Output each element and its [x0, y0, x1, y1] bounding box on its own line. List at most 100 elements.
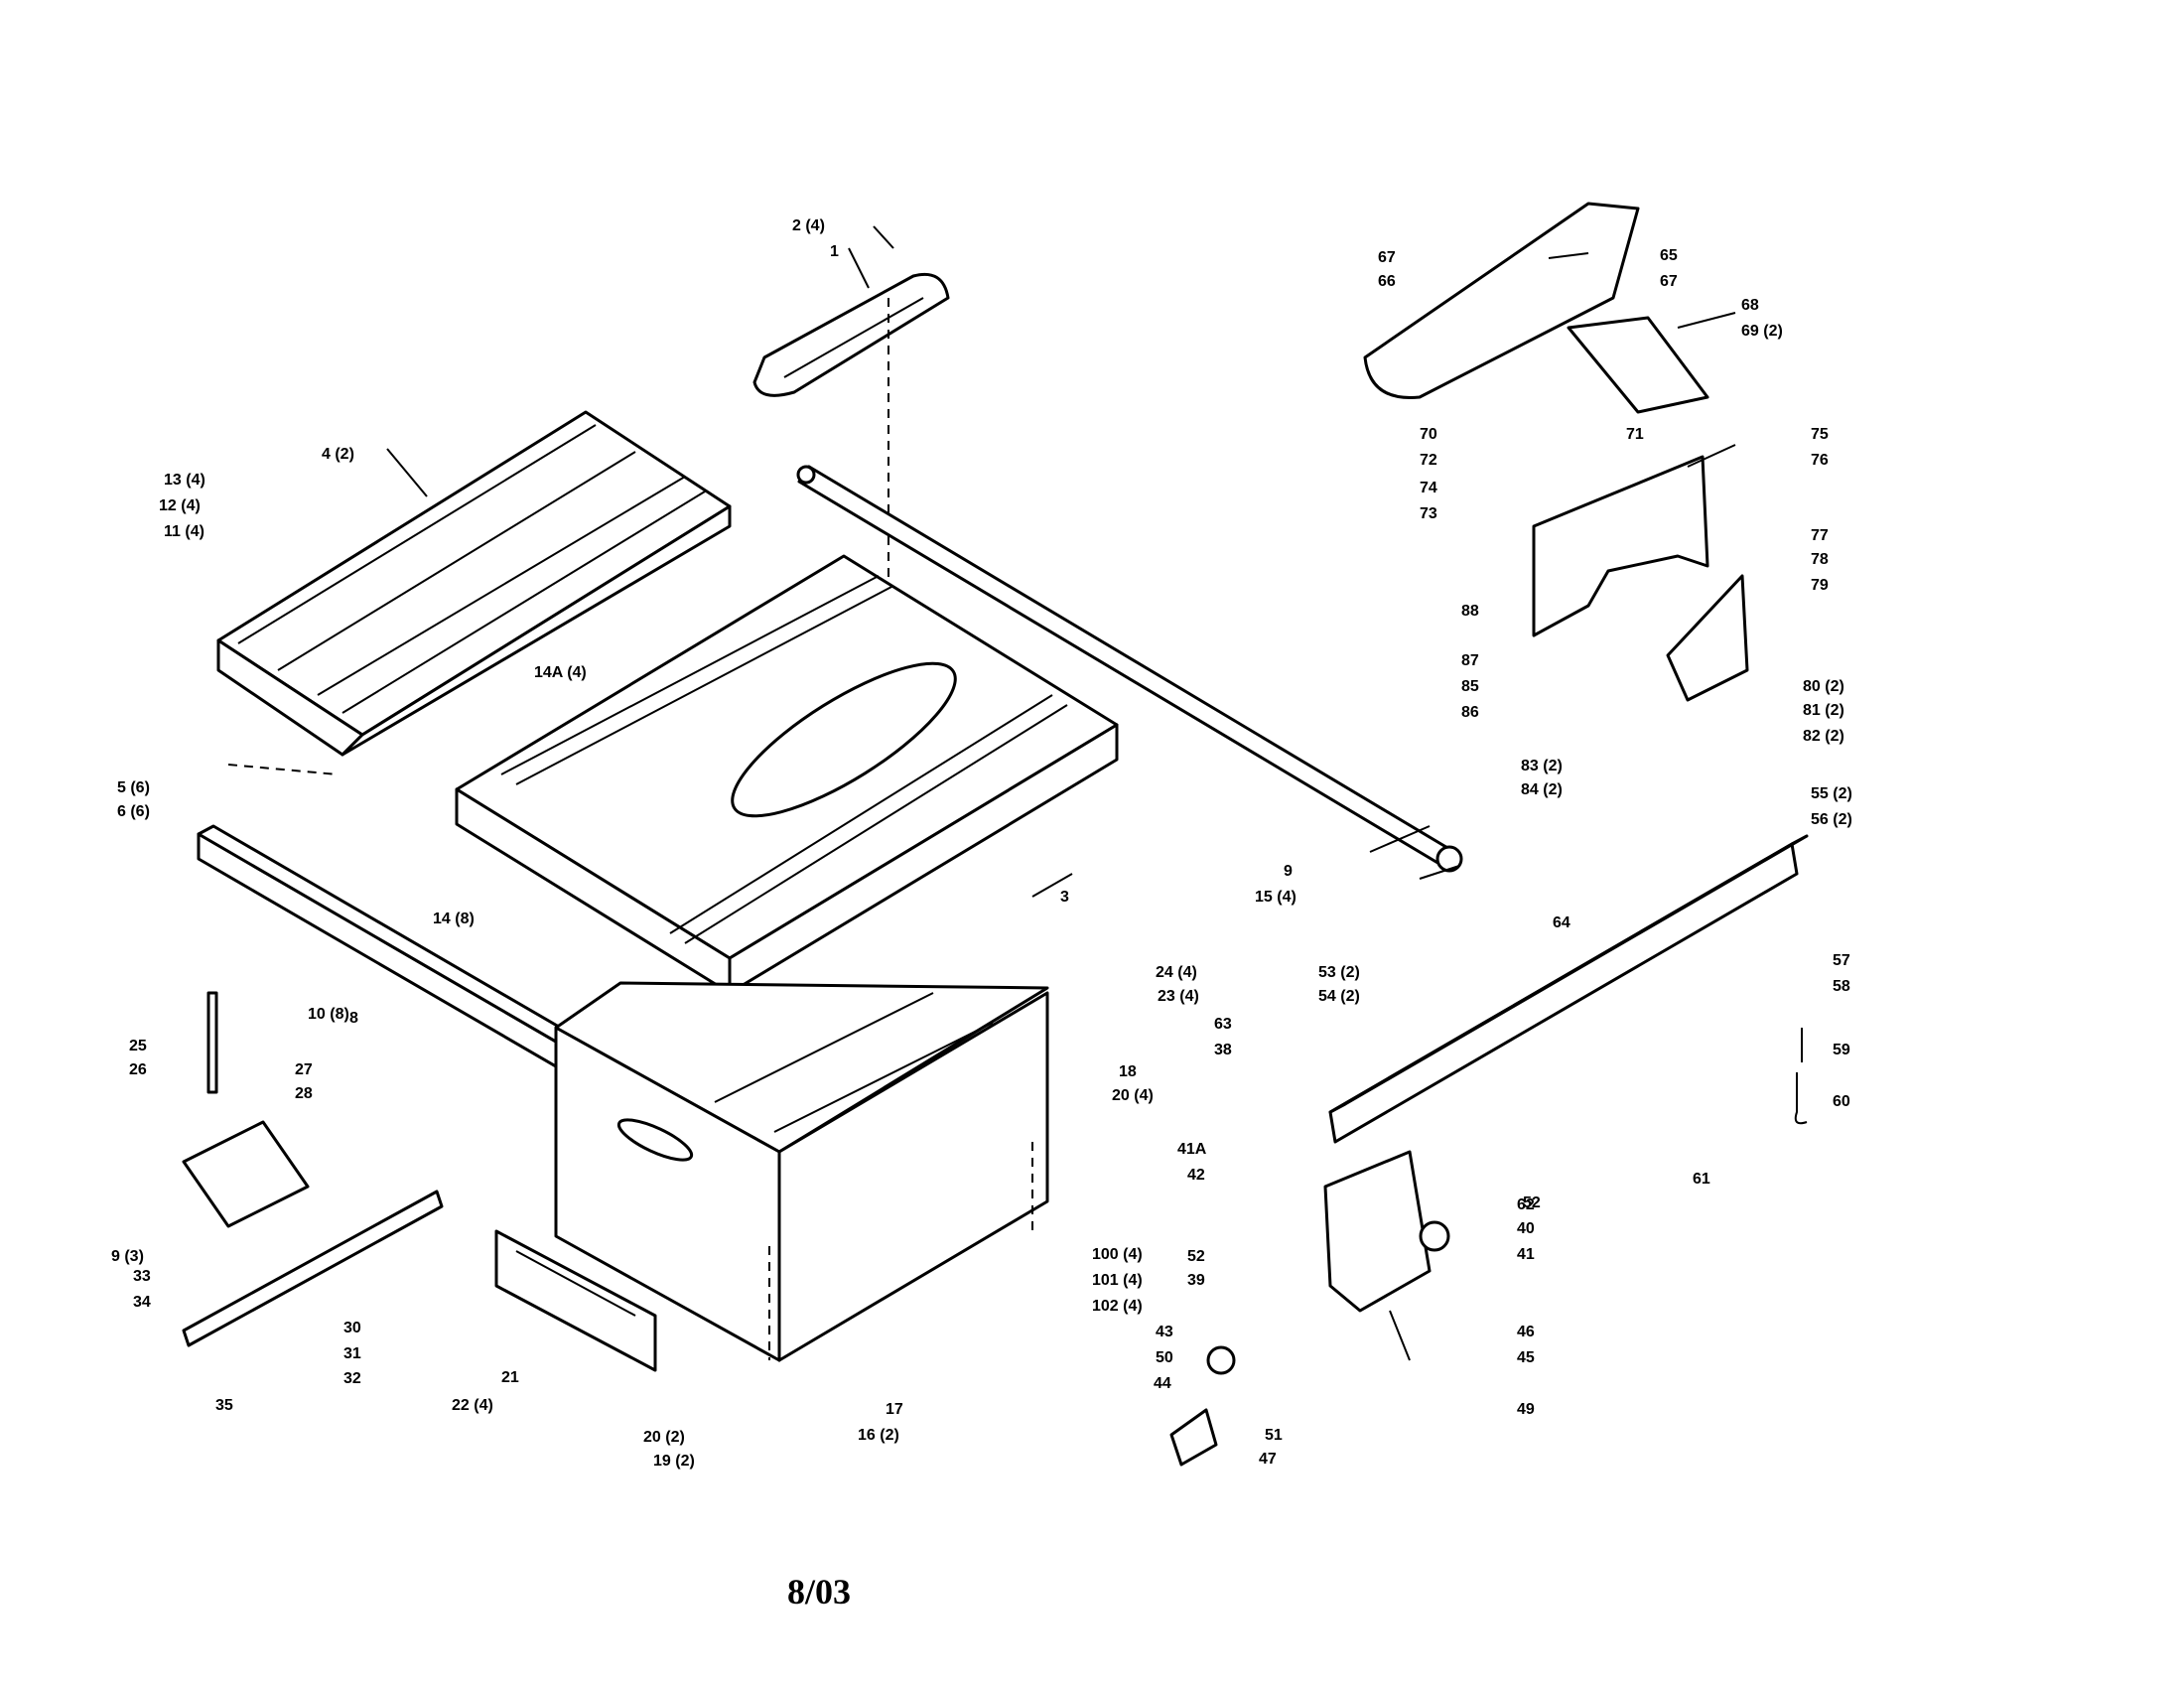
- callout-87: 87: [1461, 652, 1479, 669]
- callout-13: 13 (4): [164, 472, 205, 489]
- callout-2: 2 (4): [792, 217, 825, 234]
- callout-86: 86: [1461, 704, 1479, 721]
- callout-83: 83 (2): [1521, 758, 1563, 774]
- leader-lines: [386, 225, 1736, 1361]
- callout-56: 56 (2): [1811, 811, 1852, 828]
- callout-44: 44: [1154, 1375, 1171, 1392]
- callout-73: 73: [1420, 505, 1437, 522]
- callout-69: 69 (2): [1741, 323, 1783, 340]
- callout-17: 17: [886, 1401, 903, 1418]
- callout-67a: 67: [1378, 249, 1396, 266]
- callout-35: 35: [215, 1397, 233, 1414]
- callout-84: 84 (2): [1521, 781, 1563, 798]
- callout-41: 41: [1517, 1246, 1535, 1263]
- callout-42: 42: [1187, 1167, 1205, 1184]
- callout-21: 21: [501, 1369, 519, 1386]
- callout-46: 46: [1517, 1324, 1535, 1340]
- callout-3: 3: [1060, 889, 1069, 906]
- callout-6: 6 (6): [117, 803, 150, 820]
- callout-1: 1: [830, 243, 839, 260]
- callout-9-3: 9 (3): [111, 1248, 144, 1265]
- callout-60: 60: [1833, 1093, 1850, 1110]
- callout-34: 34: [133, 1294, 151, 1311]
- callout-38: 38: [1214, 1042, 1232, 1058]
- callout-28: 28: [295, 1085, 313, 1102]
- callout-43: 43: [1156, 1324, 1173, 1340]
- callout-9: 9: [1284, 863, 1293, 880]
- callout-8: 8: [349, 1010, 358, 1027]
- callout-63: 63: [1214, 1016, 1232, 1033]
- fence-rail: [1328, 834, 1809, 1144]
- callout-26: 26: [129, 1061, 147, 1078]
- callout-16: 16 (2): [858, 1427, 899, 1444]
- callout-11: 11 (4): [164, 523, 205, 540]
- callout-45: 45: [1517, 1349, 1535, 1366]
- logo-plate: [494, 1229, 657, 1372]
- callout-85: 85: [1461, 678, 1479, 695]
- callout-52a: 52: [1523, 1194, 1541, 1211]
- callout-72: 72: [1420, 452, 1437, 469]
- callout-76: 76: [1811, 452, 1829, 469]
- callout-4: 4 (2): [322, 446, 354, 463]
- callout-77: 77: [1811, 527, 1829, 544]
- rip-fence: [1363, 202, 1640, 399]
- callout-20-2: 20 (2): [643, 1429, 685, 1446]
- date-stamp: 8/03: [786, 1572, 851, 1612]
- callout-53: 53 (2): [1318, 964, 1360, 981]
- callout-31: 31: [343, 1345, 361, 1362]
- callout-22: 22 (4): [452, 1397, 493, 1414]
- callout-23: 23 (4): [1158, 988, 1199, 1005]
- callout-27: 27: [295, 1061, 313, 1078]
- callout-33: 33: [133, 1268, 151, 1285]
- rear-rail: [796, 465, 1463, 873]
- callout-66: 66: [1378, 273, 1396, 290]
- main-table-top: [455, 554, 1119, 995]
- callout-5: 5 (6): [117, 779, 150, 796]
- callout-49: 49: [1517, 1401, 1535, 1418]
- callout-47: 47: [1259, 1451, 1277, 1468]
- callout-100: 100 (4): [1092, 1246, 1143, 1263]
- splitter-assembly: [1532, 316, 1749, 702]
- callout-18: 18: [1119, 1063, 1137, 1080]
- callout-62: 62: [1517, 1196, 1535, 1213]
- callout-64: 64: [1553, 914, 1570, 931]
- callout-101: 101 (4): [1092, 1272, 1143, 1289]
- callout-58: 58: [1833, 978, 1850, 995]
- miter-gauge: [182, 991, 444, 1347]
- callout-82: 82 (2): [1803, 728, 1844, 745]
- callout-30: 30: [343, 1320, 361, 1336]
- callout-40: 40: [1517, 1220, 1535, 1237]
- callout-50: 50: [1156, 1349, 1173, 1366]
- callout-57: 57: [1833, 952, 1850, 969]
- callout-10: 10 (8): [308, 1006, 349, 1023]
- callout-12: 12 (4): [159, 497, 201, 514]
- callout-70: 70: [1420, 426, 1437, 443]
- callout-67b: 67: [1660, 273, 1678, 290]
- callout-32: 32: [343, 1370, 361, 1387]
- callout-75: 75: [1811, 426, 1829, 443]
- callout-80: 80 (2): [1803, 678, 1844, 695]
- callout-102: 102 (4): [1092, 1298, 1143, 1315]
- blade-guard-top: [752, 272, 950, 675]
- callout-24: 24 (4): [1156, 964, 1197, 981]
- fence-lock-assembly: [1169, 1150, 1450, 1467]
- callout-88: 88: [1461, 603, 1479, 620]
- fence-spring-hook: [1794, 1028, 1808, 1125]
- callout-68: 68: [1741, 297, 1759, 314]
- callout-14: 14 (8): [433, 911, 475, 927]
- callout-61: 61: [1693, 1171, 1710, 1188]
- callout-39: 39: [1187, 1272, 1205, 1289]
- callout-71: 71: [1626, 426, 1644, 443]
- callout-41A: 41A: [1177, 1141, 1207, 1158]
- callout-19: 19 (2): [653, 1453, 695, 1470]
- callout-65: 65: [1660, 247, 1678, 264]
- callout-78: 78: [1811, 551, 1829, 568]
- callout-81: 81 (2): [1803, 702, 1844, 719]
- callout-52b: 52: [1187, 1248, 1205, 1265]
- callout-20: 20 (4): [1112, 1087, 1154, 1104]
- left-extension-wing: [216, 410, 732, 775]
- callout-14A: 14A (4): [534, 664, 587, 681]
- callout-15: 15 (4): [1255, 889, 1297, 906]
- callout-59: 59: [1833, 1042, 1850, 1058]
